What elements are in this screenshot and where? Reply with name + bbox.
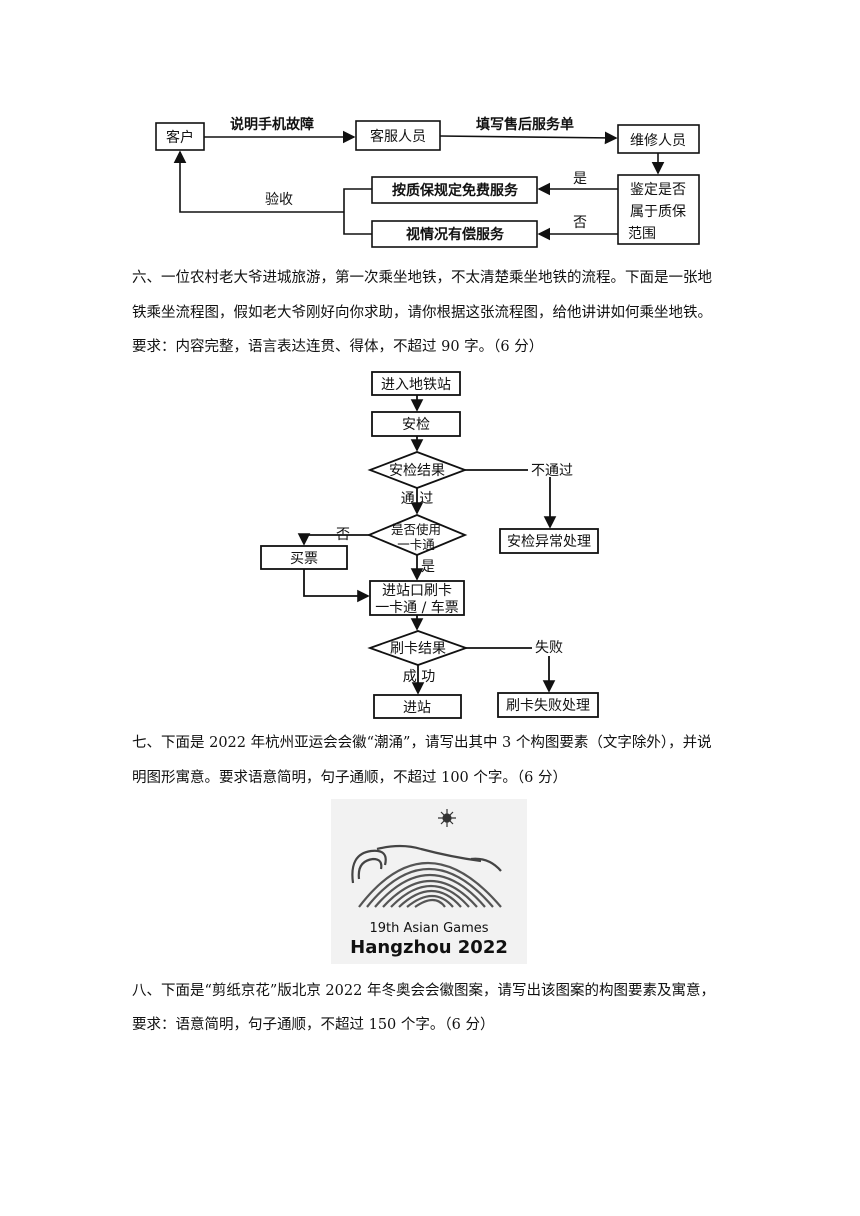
tide-wave-icon [351, 844, 502, 884]
accept-label: 验收 [265, 192, 293, 208]
swipe-fail-box [497, 692, 599, 718]
no-label-2: 否 [336, 527, 350, 543]
use-card-line1: 是否使用 [391, 522, 441, 537]
wave-arcs-icon [358, 862, 502, 908]
subway-flowchart: 进入地铁站 安检 安检结果 不通过 通 过 是否使用 一卡通 否 是 安检异常处… [260, 371, 599, 719]
enter-box [373, 694, 462, 719]
free-service-label: 按质保规定免费服务 [392, 182, 519, 199]
service-staff-label: 客服人员 [370, 128, 426, 145]
fill-form-label: 填写售后服务单 [476, 116, 574, 133]
pass-label: 通 过 [401, 491, 433, 507]
no-label: 否 [573, 215, 587, 231]
abnormal-label: 安检异常处理 [507, 534, 591, 550]
q6-line3: 要求：内容完整，语言表达连贯、得体，不超过 90 字。（6 分） [132, 339, 544, 355]
enter-station-box [371, 371, 461, 396]
check-result-label: 安检结果 [389, 463, 445, 479]
swipe-fail-label: 刷卡失败处理 [506, 698, 590, 714]
repair-staff-label: 维修人员 [630, 133, 686, 149]
abnormal-box [499, 528, 599, 554]
enter-label: 进站 [403, 700, 431, 716]
q7-line1: 七、下面是 2022 年杭州亚运会会徽“潮涌”，请写出其中 3 个构图要素（文字… [132, 735, 712, 751]
logo-title: Hangzhou 2022 [350, 937, 508, 958]
q8-line2: 要求：语意简明，句子通顺，不超过 150 个字。（6 分） [132, 1017, 495, 1033]
judge-line3: 范围 [628, 225, 656, 242]
after-sales-flowchart: 客户 说明手机故障 客服人员 填写售后服务单 维修人员 鉴定是否 属于质保 范围… [155, 116, 700, 248]
swipe-result-label: 刷卡结果 [390, 641, 446, 657]
q8-line1: 八、下面是“剪纸京花”版北京 2022 年冬奥会会徽图案，请写出该图案的构图要素… [132, 983, 715, 999]
enter-station-label: 进入地铁站 [381, 377, 451, 393]
service-staff-box [355, 120, 441, 151]
paid-service-label: 视情况有偿服务 [406, 226, 505, 243]
judge-box [617, 174, 700, 245]
fail-pass-label: 不通过 [531, 463, 573, 479]
customer-label: 客户 [166, 129, 194, 146]
use-card-line2: 一卡通 [397, 537, 435, 552]
judge-line2: 属于质保 [630, 204, 686, 220]
success-label: 成 功 [403, 669, 435, 685]
use-card-diamond [366, 514, 468, 556]
logo-graphic: 19th Asian Games Hangzhou 2022 [350, 809, 508, 958]
free-service-box [371, 176, 538, 204]
q6-line2: 铁乘坐流程图，假如老大爷刚好向你求助，请你根据这张流程图，给他讲讲如何乘坐地铁。 [132, 305, 712, 321]
logo-subtitle: 19th Asian Games [369, 921, 488, 936]
sun-icon [438, 809, 456, 827]
q6-line1: 六、一位农村老大爷进城旅游，第一次乘坐地铁，不太清楚乘坐地铁的流程。下面是一张地 [132, 270, 712, 286]
security-check-box [371, 411, 461, 437]
buy-ticket-label: 买票 [290, 551, 318, 567]
explain-label: 说明手机故障 [230, 116, 314, 133]
gate-line1: 进站口刷卡 [382, 583, 452, 599]
gate-line2: 一卡通 / 车票 [375, 599, 459, 616]
yes-label-2: 是 [421, 559, 435, 575]
yes-label: 是 [573, 171, 587, 187]
fail-label: 失败 [535, 640, 563, 656]
security-check-label: 安检 [402, 417, 430, 433]
hangzhou-logo: 19th Asian Games Hangzhou 2022 [331, 799, 527, 964]
judge-line1: 鉴定是否 [630, 182, 686, 198]
q7-line2: 明图形寓意。要求语意简明，句子通顺，不超过 100 个字。（6 分） [132, 770, 567, 786]
